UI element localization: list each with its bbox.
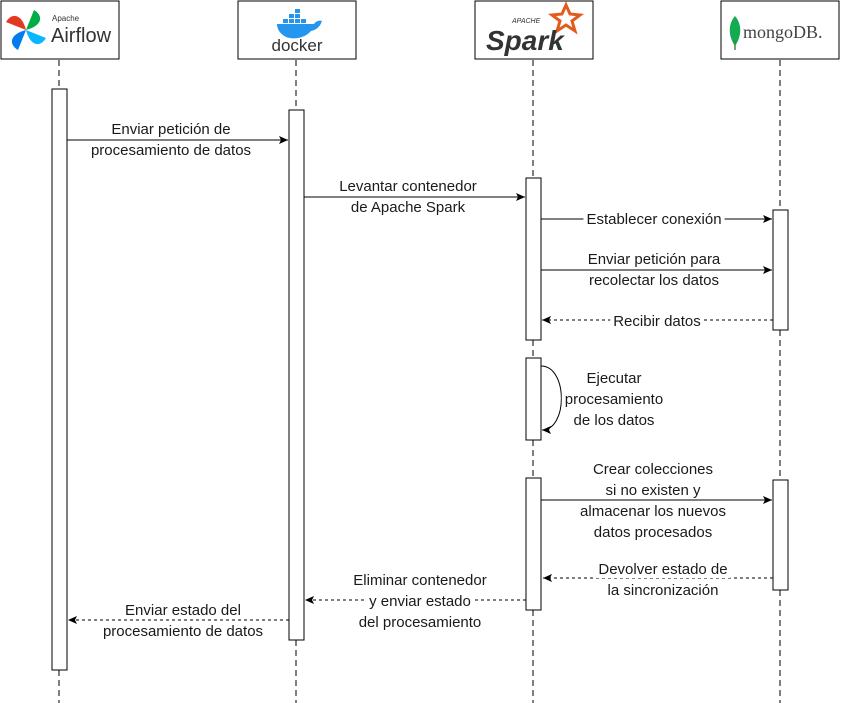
label-background	[583, 211, 725, 228]
label-background	[585, 272, 723, 289]
label-background	[570, 412, 658, 429]
label-m1-line-0: Enviar petición de	[111, 121, 230, 138]
label-background	[577, 503, 729, 520]
docker-whale-icon	[277, 9, 322, 39]
label-m9-line-0: Eliminar contenedor	[353, 572, 486, 589]
label-m8: Devolver estado de la sincronización	[595, 561, 731, 599]
label-m1-line-1: procesamiento de datos	[91, 142, 251, 159]
airflow-brand-small: Apache	[52, 14, 80, 23]
mongodb-brand: mongoDB.	[743, 22, 823, 42]
label-background	[347, 199, 469, 216]
label-m7-line-1: si no existen y	[605, 482, 701, 499]
label-m2-line-0: Levantar contenedor	[339, 178, 477, 195]
spark-brand: Spark	[486, 25, 565, 56]
label-m9-line-1: y enviar estado	[369, 593, 471, 610]
label-background	[355, 614, 485, 631]
label-background	[590, 524, 716, 541]
label-m9: Eliminar contenedor y enviar estado del pr…	[350, 572, 490, 631]
label-m4-line-0: Enviar petición para	[588, 251, 721, 268]
label-background	[87, 142, 255, 159]
label-background	[350, 572, 490, 589]
label-background	[584, 251, 724, 268]
label-m4-line-1: recolectar los datos	[589, 272, 719, 289]
participant-airflow: Apache Airflow	[0, 0, 120, 60]
label-m4: Enviar petición para recolectar los datos	[584, 251, 724, 289]
label-m2: Levantar contenedor de Apache Spark	[336, 178, 480, 216]
participant-docker: docker	[237, 0, 357, 60]
label-m6: Ejecutar procesamiento de los datos	[561, 370, 667, 429]
label-m5-line-0: Recibir datos	[613, 313, 701, 330]
label-m7: Crear colecciones si no existen y almacena…	[577, 461, 729, 541]
spark-brand-small: APACHE	[511, 18, 541, 25]
spark-star-icon	[548, 1, 584, 35]
label-m5: Recibir datos	[610, 313, 704, 330]
label-m3: Establecer conexión	[583, 211, 725, 228]
spark-activation-3	[525, 477, 542, 611]
arrow-m6	[540, 365, 562, 434]
label-m7-line-0: Crear colecciones	[593, 461, 713, 478]
label-m10: Enviar estado del procesamiento de datos	[99, 602, 267, 640]
label-background	[99, 623, 267, 640]
label-background	[366, 593, 474, 610]
mongodb-activation-2	[772, 479, 789, 591]
label-m6-line-0: Ejecutar	[586, 370, 641, 387]
label-background	[561, 391, 667, 408]
message-labels: Enviar petición de procesamiento de datos…	[87, 121, 731, 640]
label-m6-line-2: de los datos	[574, 412, 655, 429]
label-background	[336, 178, 480, 195]
mongodb-activation-1	[772, 209, 789, 331]
airflow-activation	[51, 88, 68, 671]
participant-spark: APACHE Spark	[474, 0, 594, 60]
spark-activation-1	[525, 177, 542, 341]
label-m6-line-1: procesamiento	[565, 391, 663, 408]
label-m3-line-0: Establecer conexión	[586, 211, 721, 228]
label-m9-line-2: del procesamiento	[359, 614, 482, 631]
label-background	[589, 461, 717, 478]
airflow-brand: Airflow	[51, 25, 112, 47]
label-m7-line-3: datos procesados	[594, 524, 712, 541]
docker-activation	[288, 109, 305, 641]
label-background	[108, 121, 234, 138]
label-m8-line-0: Devolver estado de	[598, 561, 727, 578]
label-m8-line-1: la sincronización	[608, 582, 719, 599]
label-m10-line-0: Enviar estado del	[125, 602, 241, 619]
mongodb-leaf-icon	[729, 16, 741, 46]
airflow-pinwheel-icon	[6, 10, 46, 50]
label-m7-line-2: almacenar los nuevos	[580, 503, 726, 520]
label-background	[583, 370, 645, 387]
participant-mongodb: mongoDB.	[720, 0, 840, 60]
label-background	[604, 582, 722, 599]
label-background	[595, 561, 731, 578]
docker-brand: docker	[271, 36, 322, 55]
label-background	[122, 602, 244, 619]
spark-activation-2	[525, 357, 542, 441]
label-m1: Enviar petición de procesamiento de datos	[87, 121, 255, 159]
label-background	[610, 313, 704, 330]
label-m10-line-1: procesamiento de datos	[103, 623, 263, 640]
label-m2-line-1: de Apache Spark	[351, 199, 466, 216]
label-background	[602, 482, 705, 499]
